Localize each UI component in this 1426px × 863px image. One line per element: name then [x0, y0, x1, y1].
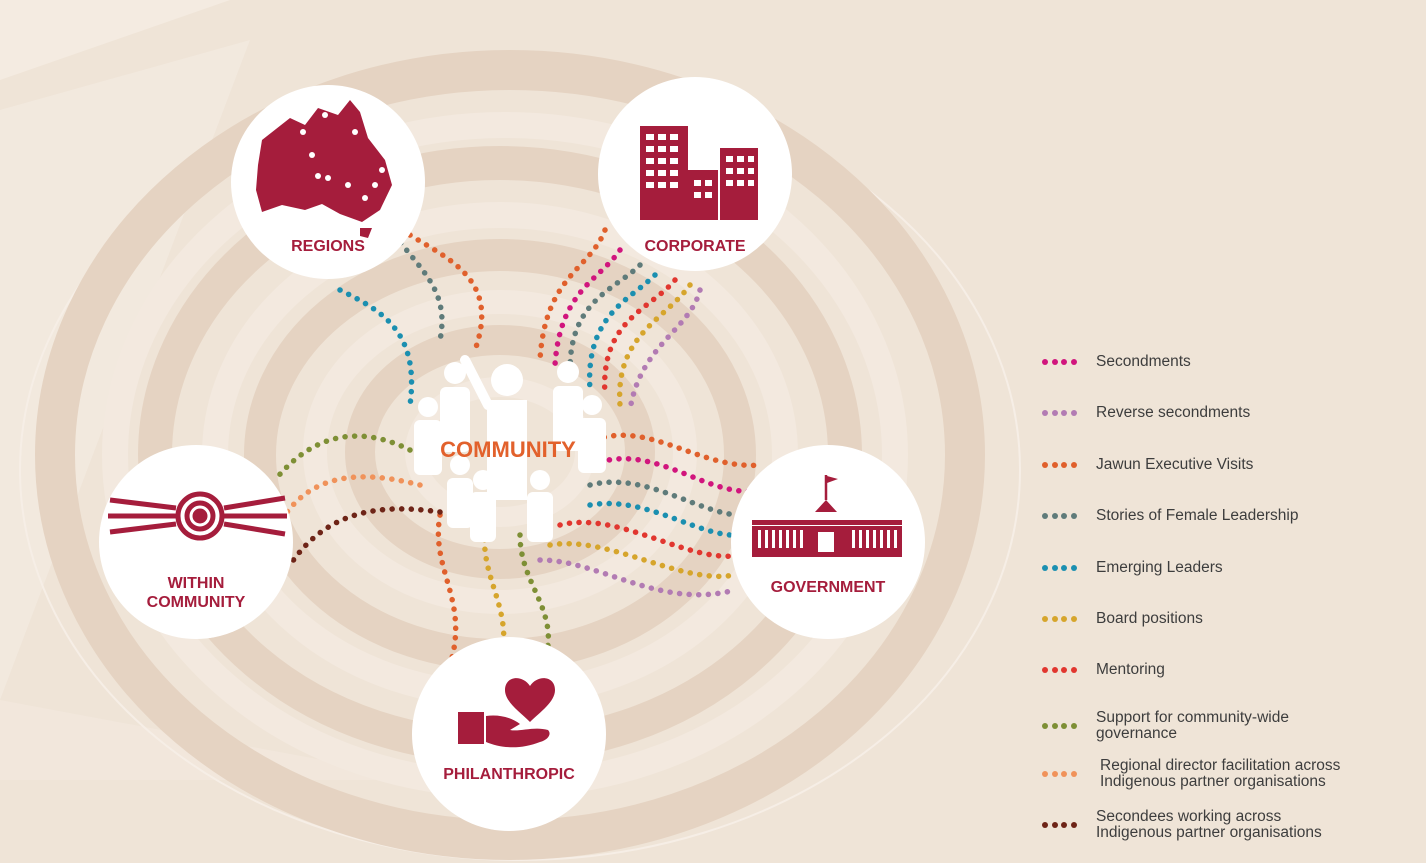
- heart-hand-icon: [458, 678, 555, 748]
- parliament-house-icon: [752, 475, 902, 557]
- legend-swatch: [1042, 410, 1096, 416]
- australia-map-icon: [256, 100, 392, 238]
- legend-swatch: [1042, 565, 1096, 571]
- node-label-corporate: CORPORATE: [644, 238, 746, 255]
- within-community-node: [99, 445, 293, 639]
- legend: Secondments Reverse secondments Jawun Ex…: [1042, 0, 1426, 863]
- background-ripples: [19, 50, 1021, 861]
- corporate-node: [598, 77, 792, 271]
- legend-item: Reverse secondments: [1042, 405, 1396, 421]
- legend-item: Board positions: [1042, 611, 1396, 627]
- legend-item: Stories of Female Leadership: [1042, 508, 1396, 524]
- legend-item: Mentoring: [1042, 662, 1396, 678]
- legend-label: Secondments: [1096, 353, 1191, 370]
- legend-swatch: [1042, 616, 1096, 622]
- legend-item: Emerging Leaders: [1042, 560, 1396, 576]
- legend-item: Jawun Executive Visits: [1042, 457, 1396, 473]
- node-label-within-line2: COMMUNITY: [146, 594, 246, 611]
- buildings-icon: [640, 126, 758, 220]
- legend-label: Stories of Female Leadership: [1096, 507, 1299, 524]
- node-label-regions: REGIONS: [291, 238, 365, 255]
- legend-swatch: [1042, 359, 1096, 365]
- legend-swatch: [1042, 462, 1096, 468]
- legend-swatch: [1042, 513, 1096, 519]
- legend-swatch: [1042, 667, 1096, 673]
- node-label-government: GOVERNMENT: [770, 579, 886, 596]
- center-label-community: COMMUNITY: [440, 437, 576, 462]
- node-label-within-community: WITHIN COMMUNITY: [126, 574, 266, 612]
- node-label-within-line1: WITHIN: [167, 575, 225, 592]
- government-node: [731, 445, 925, 639]
- legend-label: Jawun Executive Visits: [1096, 456, 1254, 473]
- concentric-circle-icon: [108, 491, 287, 541]
- legend-label: Board positions: [1096, 610, 1203, 627]
- legend-item: Secondments: [1042, 354, 1396, 370]
- community-people-icon: [414, 355, 606, 542]
- legend-swatch: [1042, 822, 1096, 828]
- philanthropic-node: [412, 637, 606, 831]
- legend-label: Emerging Leaders: [1096, 559, 1223, 576]
- regions-node: [231, 85, 425, 279]
- legend-swatch: [1042, 771, 1096, 777]
- legend-label: Mentoring: [1096, 661, 1165, 678]
- node-label-philanthropic: PHILANTHROPIC: [443, 766, 575, 783]
- legend-label: Reverse secondments: [1096, 404, 1251, 421]
- legend-swatch: [1042, 723, 1096, 729]
- connector-lines: [272, 227, 763, 668]
